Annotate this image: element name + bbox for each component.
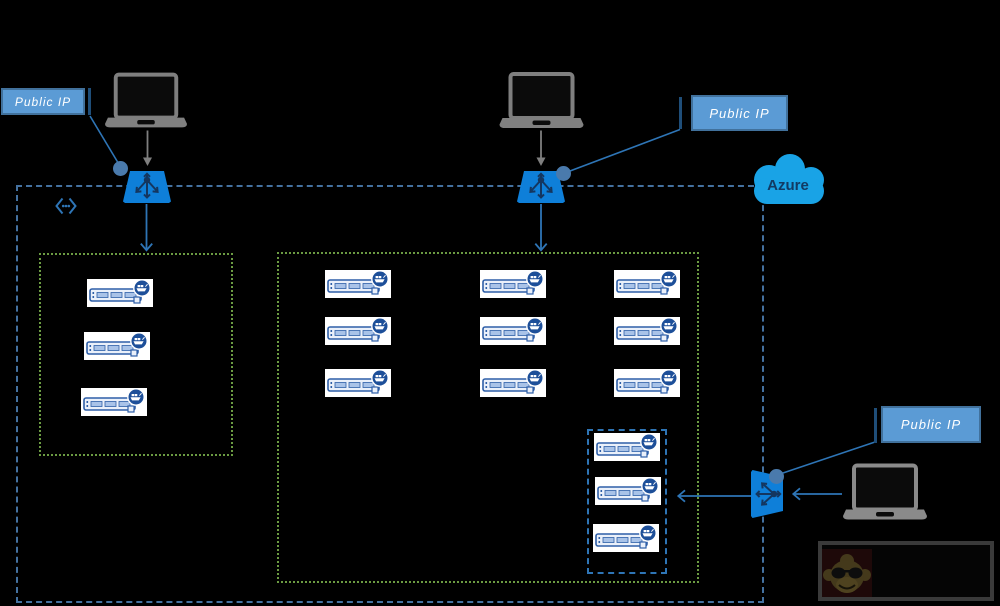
container-ship-badge-icon — [371, 317, 389, 335]
public-ip-text: Public IP — [14, 94, 72, 109]
laptop-icon — [843, 463, 927, 520]
container-ship-badge-icon — [639, 524, 657, 542]
azure-cloud-label: Azure — [767, 177, 809, 194]
azure-cloud: Azure — [744, 152, 830, 204]
container-ship-badge-icon — [127, 388, 145, 406]
availability-set-boundary — [587, 429, 667, 574]
public-ip-label-3: Public IP — [881, 406, 981, 443]
server-icon — [480, 369, 546, 397]
container-ship-badge-icon — [640, 433, 658, 451]
arrow-laptop2-to-lb2 — [536, 130, 546, 166]
server-icon — [87, 279, 153, 307]
server-icon — [325, 369, 391, 397]
container-ship-badge-icon — [526, 317, 544, 335]
server-icon — [614, 369, 680, 397]
public-ip-leader-2 — [565, 128, 681, 174]
public-ip-text: Public IP — [709, 105, 770, 121]
connector-dot-2 — [556, 166, 571, 181]
container-ship-badge-icon — [660, 270, 678, 288]
server-icon — [325, 317, 391, 345]
load-balancer-1 — [123, 171, 171, 203]
server-icon — [595, 477, 661, 505]
server-icon — [480, 270, 546, 298]
azure-cloud-icon: Azure — [754, 154, 824, 204]
laptop-icon — [499, 72, 584, 128]
container-ship-badge-icon — [371, 369, 389, 387]
monkey-sunglasses-avatar — [822, 549, 872, 597]
watermark-banner — [818, 541, 994, 601]
laptop-icon — [105, 72, 187, 128]
public-ip-anchor-bar-3 — [874, 408, 877, 443]
public-ip-anchor-bar-1 — [88, 88, 91, 115]
client-laptop-3 — [843, 463, 927, 521]
connector-dot-1 — [113, 161, 128, 176]
arrow-lb2-to-subnet — [534, 204, 548, 252]
arrow-lb1-to-subnet — [140, 204, 153, 252]
server-icon — [480, 317, 546, 345]
server-icon — [594, 433, 660, 461]
client-laptop-1 — [105, 72, 187, 129]
subnet-main-boundary — [277, 252, 699, 583]
public-ip-label-1: Public IP — [1, 88, 85, 115]
server-icon — [593, 524, 659, 552]
load-balancer-2 — [517, 171, 565, 203]
container-ship-badge-icon — [660, 317, 678, 335]
container-ship-badge-icon — [371, 270, 389, 288]
container-ship-badge-icon — [133, 279, 151, 297]
vnet-brackets-icon — [55, 197, 77, 215]
load-balancer-icon — [123, 171, 171, 203]
server-icon — [84, 332, 150, 360]
server-icon — [81, 388, 147, 416]
arrow-laptop1-to-lb1 — [143, 130, 152, 166]
container-ship-badge-icon — [660, 369, 678, 387]
client-laptop-2 — [499, 72, 584, 129]
public-ip-leader-1 — [89, 115, 121, 167]
container-ship-badge-icon — [641, 477, 659, 495]
connector-dot-3 — [769, 469, 784, 484]
arrow-lb3-to-availability-set — [676, 489, 752, 503]
server-icon — [614, 317, 680, 345]
public-ip-leader-3 — [779, 441, 876, 475]
public-ip-text: Public IP — [900, 417, 962, 432]
public-ip-label-2: Public IP — [691, 95, 788, 131]
container-ship-badge-icon — [526, 270, 544, 288]
public-ip-anchor-bar-2 — [679, 97, 682, 129]
arrow-laptop3-to-lb3 — [791, 487, 842, 501]
virtual-network-boundary — [16, 185, 764, 603]
subnet-left-boundary — [39, 253, 233, 456]
container-ship-badge-icon — [526, 369, 544, 387]
load-balancer-icon — [517, 171, 565, 203]
container-ship-badge-icon — [130, 332, 148, 350]
monkey-avatar-icon — [823, 554, 871, 593]
server-icon — [325, 270, 391, 298]
server-icon — [614, 270, 680, 298]
